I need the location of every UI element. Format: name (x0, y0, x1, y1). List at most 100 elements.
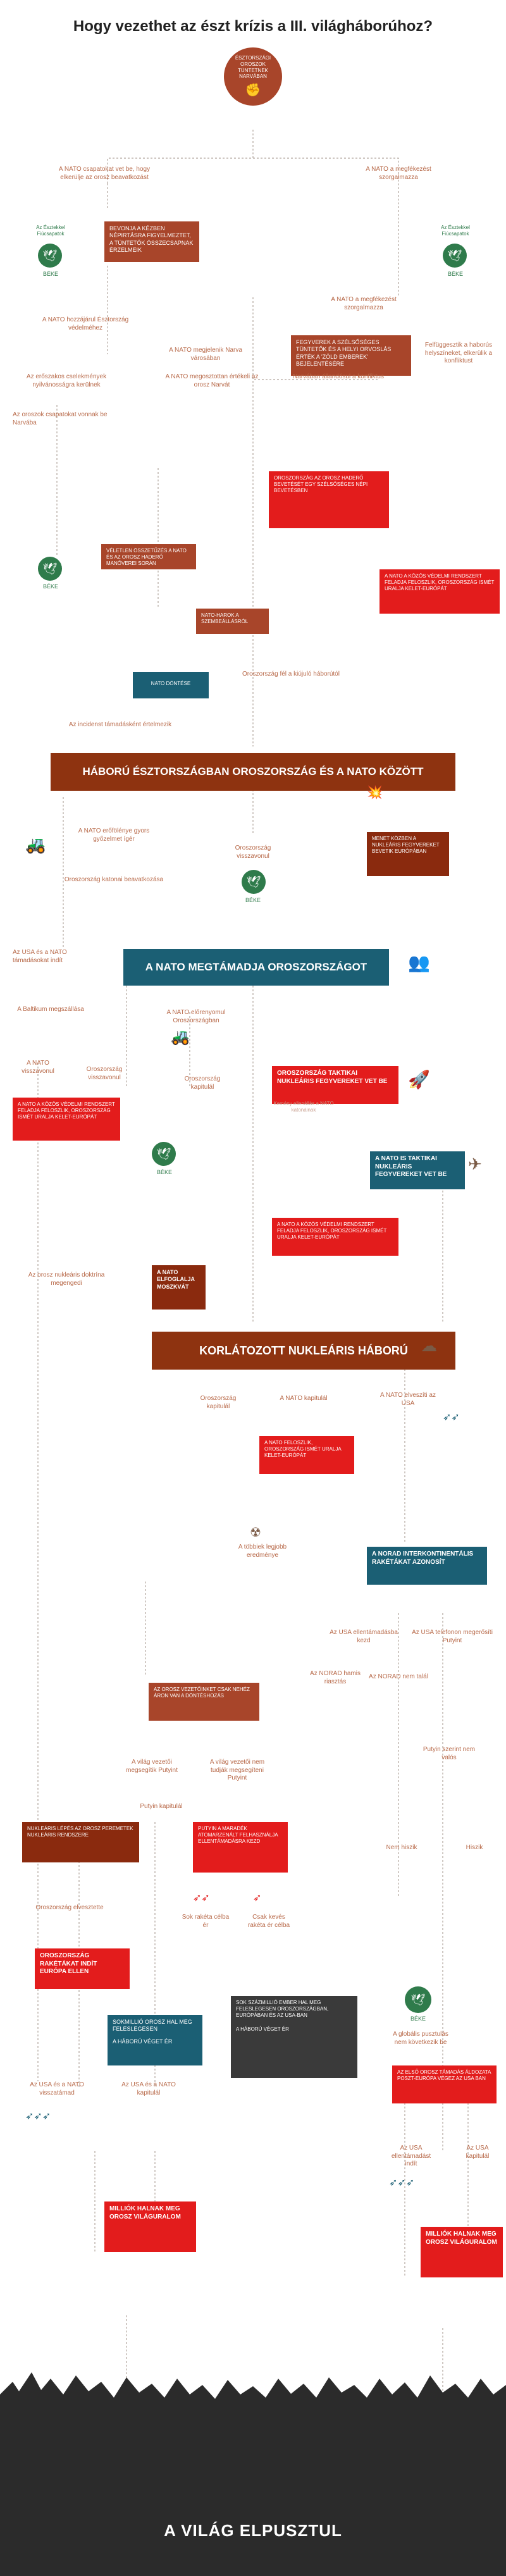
node-dr1: NUKLEÁRIS LÉPÉS AZ OROSZ PEREMETEK NUKLE… (22, 1822, 139, 1862)
node-t41: A globális pusztulás nem következik be (393, 2031, 448, 2046)
node-t38: Putyin szerint nem valós (423, 1746, 476, 1761)
troops-icon: 👥 (408, 953, 430, 972)
mushroom-cloud-icon: ☁ (421, 1336, 437, 1355)
node-t9: Narvában állandósul a konfliktus (293, 373, 384, 380)
node-t42: Az USA és a NATO visszatámad (30, 2081, 84, 2096)
node-r3: OROSZORSZÁG TAKTIKAI NUKLEÁRIS FEGYVEREK… (272, 1066, 398, 1104)
peace-dove-icon: 🕊 (242, 870, 266, 894)
node-b4: VÉLETLEN ÖSSZETŰZÉS A NATO ÉS AZ OROSZ H… (101, 544, 196, 569)
node-t44: Az USA ellentámadást indít (391, 2145, 431, 2167)
node-teal4: SOKMILLIÓ OROSZ HAL MEG FELESLEGESEN A H… (108, 2015, 202, 2065)
node-b2: FEGYVEREK A SZÉLSŐSÉGES TÜNTETŐK ÉS A HE… (291, 335, 411, 376)
banner-nato-attacks: A NATO MEGTÁMADJA OROSZORSZÁGOT (123, 949, 389, 986)
node-teal-n: NATO DÖNTÉSE (133, 672, 209, 698)
node-r10: MILLIÓK HALNAK MEG OROSZ VILÁGURALOM (421, 2227, 503, 2277)
explosion-icon: 💥 (367, 786, 383, 800)
node-t30: Az NORAD hamis riasztás (309, 1670, 361, 1685)
peace-dove-icon: 🕊 (443, 244, 467, 268)
node-t40: Hiszik (466, 1844, 483, 1851)
node-t45: Az USA kapitulál (466, 2145, 490, 2160)
node-t10: Az oroszok csapatokat vonnak be Narvába (13, 411, 108, 426)
node-r2: A NATO A KÖZÖS VÉDELMI RENDSZERT FELADJA… (13, 1098, 120, 1141)
node-t39: Nem hiszik (386, 1844, 417, 1851)
node-t1: A NATO csapatokat vet be, hogy elkerülje… (58, 166, 151, 181)
node-b6: MENET KÖZBEN A NUKLEÁRIS FEGYVEREKET BEV… (367, 832, 449, 876)
peace-label-4: BÉKE (245, 897, 261, 903)
tank-icon: 🚜 (171, 1029, 190, 1046)
node-t6: Felfüggesztik a haborús helyszíneket, el… (424, 342, 493, 364)
node-t34: Putyin kapitulál (140, 1803, 183, 1810)
node-t28: Az USA ellentámadásba kezd (330, 1629, 398, 1644)
node-t14: Oroszország visszavonul (235, 845, 271, 860)
node-t27: A többiek legjobb eredménye (238, 1544, 287, 1559)
node-t32: A világ vezetői megsegítik Putyint (126, 1759, 178, 1774)
node-r9: MILLIÓK HALNAK MEG OROSZ VILÁGURALOM (104, 2201, 196, 2252)
node-t12: Az incidenst támadásként értelmezik (68, 721, 172, 728)
peace-dove-icon: 🕊 (38, 244, 62, 268)
node-t13: A NATO erőfölénye gyors győzelmet ígér (78, 827, 150, 843)
node-d1: A NATO ELFOGLALJA MOSZKVÁT (152, 1265, 206, 1310)
missiles-icon: ➶➶➶ (389, 2177, 415, 2188)
peace-dove-icon: 🕊 (38, 557, 62, 581)
node-r1: A NATO A KÖZÖS VÉDELMI RENDSZERT FELADJA… (379, 569, 500, 614)
dk1-end: A HÁBORÚ VÉGET ÉR (236, 2026, 289, 2032)
protester-icon: ✊ (245, 83, 261, 97)
node-teal2: A NATO IS TAKTIKAI NUKLEÁRIS FEGYVEREKET… (370, 1151, 465, 1189)
teal4-end: A HÁBORÚ VÉGET ÉR (113, 2038, 173, 2045)
node-t5: A NATO megjelenik Narva városában (169, 347, 242, 362)
start-node: ÉSZTORSZÁGI OROSZOK TÜNTETNEK NARVÁBAN ✊ (224, 47, 282, 106)
node-b1: BEVONJA A KÉZBEN NÉPIRTÁSRA FIGYELMEZTET… (104, 221, 199, 262)
node-r5: A NATO FELOSZLIK, OROSZORSZÁG ISMÉT URAL… (259, 1436, 354, 1474)
node-t17: A Baltikum megszállása (17, 1006, 84, 1013)
node-b3: OROSZORSZÁG AZ OROSZ HADERŐ BEVETÉSÉT EG… (269, 471, 389, 528)
start-label: ÉSZTORSZÁGI OROSZOK TÜNTETNEK NARVÁBAN (235, 55, 271, 80)
node-r6: PUTYIN A MARADÉK ATOMARZENÁLT FELHASZNÁL… (193, 1822, 288, 1873)
node-g2: Az Észtekkel Fiúcsapatok (441, 225, 470, 237)
node-r4: A NATO A KÖZÖS VÉDELMI RENDSZERT FELADJA… (272, 1218, 398, 1256)
dk1-text: SOK SZÁZMILLIÓ EMBER HAL MEG FELESLEGESE… (236, 2000, 329, 2018)
airplane-icon: ✈ (468, 1155, 482, 1173)
node-t20: Oroszország visszavonul (86, 1066, 123, 1081)
node-g1: Az Észtekkel Fiúcsapatok (36, 225, 65, 237)
peace-label-6: BÉKE (410, 2016, 426, 2022)
node-t7: Az erőszakos cselekmények nyilvánosságra… (26, 373, 107, 388)
forest-silhouette (0, 2372, 506, 2410)
peace-label-5: BÉKE (156, 1169, 172, 1175)
peace-label-2: BÉKE (447, 271, 463, 277)
banner-limited-nuclear: KORLÁTOZOTT NUKLEÁRIS HÁBORÚ (152, 1332, 455, 1370)
missile-launcher-icon: 🚀 (408, 1070, 430, 1089)
node-t22: Kemény ellenállás a NATO katonáinak (273, 1101, 334, 1113)
node-t25: A NATO kapitulál (280, 1395, 328, 1402)
node-b7: AZ OROSZ VEZETŐINKET CSAK NEHÉZ ÁRON VAN… (149, 1683, 259, 1721)
node-t18: A NATO előrenyomul Oroszországban (166, 1009, 226, 1024)
node-dk1: SOK SZÁZMILLIÓ EMBER HAL MEG FELESLEGESE… (231, 1996, 357, 2078)
node-t21: Oroszország kapitulál (184, 1075, 221, 1091)
node-t43: Az USA és a NATO kapitulál (121, 2081, 176, 2096)
ground (0, 2404, 506, 2576)
node-t15: Oroszország katonai beavatkozása (64, 876, 164, 883)
node-t16: Az USA és a NATO támadásokat indít (13, 949, 67, 964)
node-t35: Sok rakéta célba ér (182, 1914, 230, 1929)
banner-war-estonia: HÁBORÚ ÉSZTORSZÁGBAN OROSZORSZÁG ÉS A NA… (51, 753, 455, 791)
node-t26: A NATO elveszíti az USA (380, 1392, 436, 1407)
tank-icon: 🚜 (25, 835, 46, 854)
node-t33: A világ vezetői nem tudják megsegíteni P… (209, 1759, 265, 1781)
missiles-icon: ➶➶ (443, 1412, 460, 1423)
missiles-icon: ➶➶➶ (25, 2111, 51, 2122)
peace-label-1: BÉKE (42, 271, 58, 277)
node-t36: Csak kevés rakéta ér célba (247, 1914, 290, 1929)
peace-dove-icon: 🕊 (152, 1142, 176, 1166)
end-label: A VILÁG ELPUSZTUL (164, 2521, 342, 2540)
node-t31: Az NORAD nem talál (369, 1673, 428, 1680)
teal4-text: SOKMILLIÓ OROSZ HAL MEG FELESLEGESEN (113, 2019, 192, 2033)
node-t8: A NATO megosztottan értékeli az orosz Na… (165, 373, 259, 388)
node-t11: Oroszország fél a kiújuló háborútól (242, 671, 340, 678)
missiles-icon: ➶➶ (193, 1893, 210, 1904)
node-t19: A NATO visszavonul (22, 1060, 54, 1075)
node-r7: OROSZORSZÁG RAKÉTÁKAT INDÍT EURÓPA ELLEN (35, 1948, 130, 1989)
node-t23: Az orosz nukleáris doktrína megengedi (28, 1272, 105, 1287)
node-t4: A NATO hozzájárul Észtország védelméhez (42, 316, 129, 331)
missiles-icon: ➶ (253, 1893, 262, 1904)
node-teal3: A NORAD INTERKONTINENTÁLIS RAKÉTÁKAT AZO… (367, 1547, 487, 1585)
node-r8: AZ ELSŐ OROSZ TÁMADÁS ÁLDOZATA POSZT-EUR… (392, 2065, 497, 2103)
